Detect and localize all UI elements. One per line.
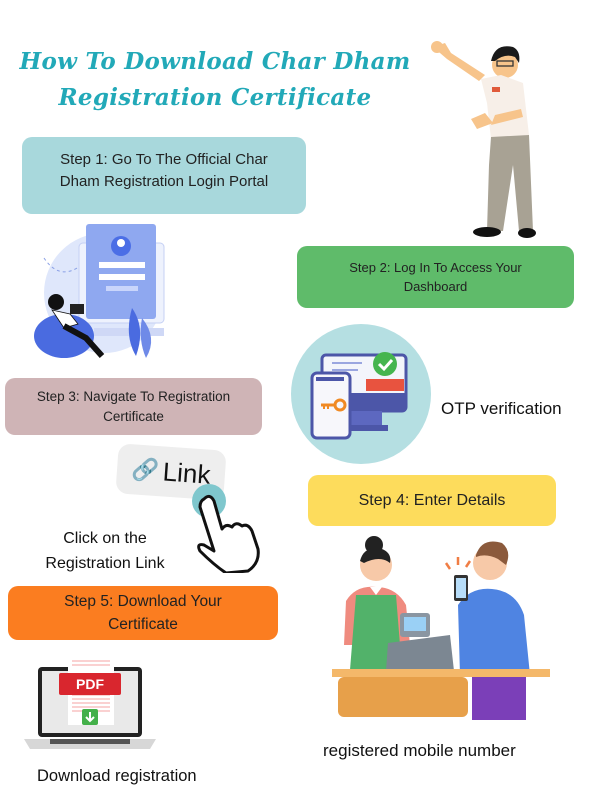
- step-3-box: Step 3: Navigate To Registration Certifi…: [5, 378, 262, 435]
- step-1-line-1: Step 1: Go To The Official Char: [60, 151, 268, 168]
- step-3-line-2: Certificate: [103, 408, 164, 424]
- shop-counter-mobile-illustration: [330, 535, 552, 720]
- presenter-man-illustration: [425, 35, 550, 240]
- pdf-label: PDF: [76, 676, 104, 692]
- step-2-line-1: Step 2: Log In To Access Your: [349, 260, 522, 275]
- step-3-line-1: Step 3: Navigate To Registration: [36, 388, 231, 404]
- download-caption: Download registration: [37, 767, 197, 785]
- step-5-line-2: Certificate: [108, 616, 178, 633]
- hand-pointer-icon: [192, 493, 267, 575]
- step-4-line-1: Step 4: Enter Details: [358, 491, 506, 509]
- link-icon: 🔗: [130, 456, 160, 484]
- page-title: How To Download Char Dham Registration C…: [0, 44, 430, 116]
- step-5-box: Step 5: Download Your Certificate: [8, 586, 278, 640]
- login-portal-illustration: [24, 218, 174, 368]
- step-4-box: Step 4: Enter Details: [308, 475, 556, 526]
- otp-caption: OTP verification: [441, 399, 562, 418]
- step-1-box: Step 1: Go To The Official Char Dham Reg…: [22, 137, 306, 214]
- title-line-2: Registration Certificate: [58, 84, 372, 111]
- mobile-caption: registered mobile number: [323, 741, 516, 760]
- otp-verification-illustration: [288, 323, 434, 465]
- step-2-box: Step 2: Log In To Access Your Dashboard: [297, 246, 574, 308]
- click-caption-line-1: Click on the: [63, 530, 147, 547]
- step-1-line-2: Dham Registration Login Portal: [59, 173, 269, 190]
- step-2-line-2: Dashboard: [403, 279, 468, 294]
- title-line-1: How To Download Char Dham: [19, 48, 411, 75]
- laptop-pdf-download-illustration: PDF: [22, 655, 158, 755]
- click-caption-line-2: Registration Link: [45, 555, 165, 572]
- click-caption: Click on the Registration Link: [30, 526, 180, 576]
- step-5-line-1: Step 5: Download Your: [64, 593, 222, 610]
